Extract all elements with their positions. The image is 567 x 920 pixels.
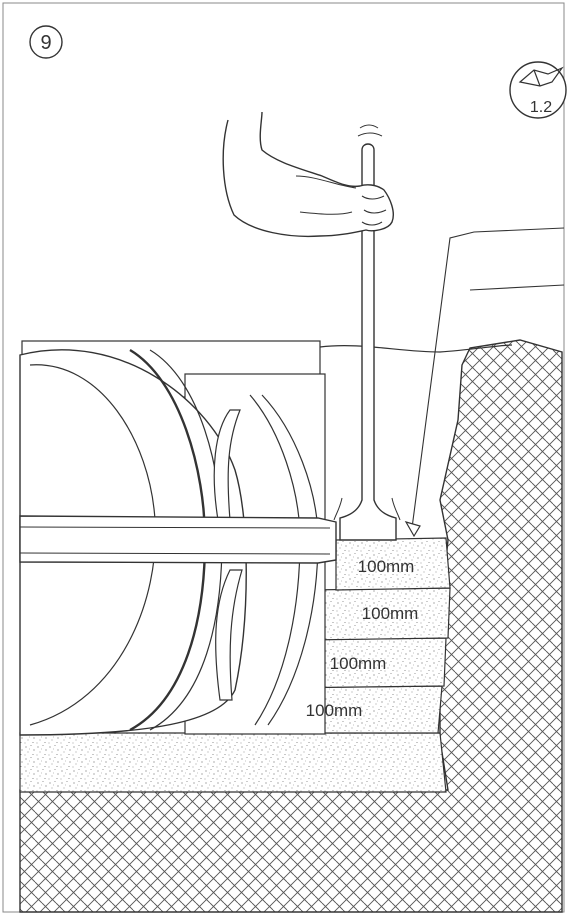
forearm bbox=[222, 111, 394, 238]
tank bbox=[19, 340, 337, 736]
layer-label-2: 100mm bbox=[362, 604, 419, 623]
tamping-rod bbox=[333, 124, 401, 541]
step-number-circle bbox=[29, 25, 63, 59]
badge-label: 1.2 bbox=[530, 99, 552, 116]
reference-badge: 1.2 bbox=[509, 61, 567, 119]
arm-and-hand bbox=[222, 111, 394, 238]
layer-label-1: 100mm bbox=[358, 557, 415, 576]
badge-circle bbox=[509, 61, 567, 119]
layer-label-3: 100mm bbox=[330, 654, 387, 673]
motion-lines-top bbox=[357, 124, 383, 137]
tamper-shaft bbox=[339, 143, 397, 541]
tank-band-line-top bbox=[19, 526, 331, 529]
motion-lines-foot bbox=[333, 497, 401, 521]
callout-pointer bbox=[404, 227, 565, 538]
arm-motion-lines bbox=[295, 175, 357, 215]
tank-mid-band bbox=[19, 515, 337, 564]
backfill-layer-1 bbox=[335, 537, 451, 591]
fingers bbox=[361, 195, 387, 226]
tank-rib-slot-lower bbox=[215, 569, 243, 701]
bedding-base-layer bbox=[19, 732, 447, 793]
step-number: 9 bbox=[40, 32, 51, 54]
open-book-icon bbox=[518, 66, 564, 87]
tank-band-line-bottom bbox=[19, 552, 331, 555]
layer-label-4: 100mm bbox=[306, 701, 363, 720]
callout-arrowhead bbox=[404, 521, 421, 538]
